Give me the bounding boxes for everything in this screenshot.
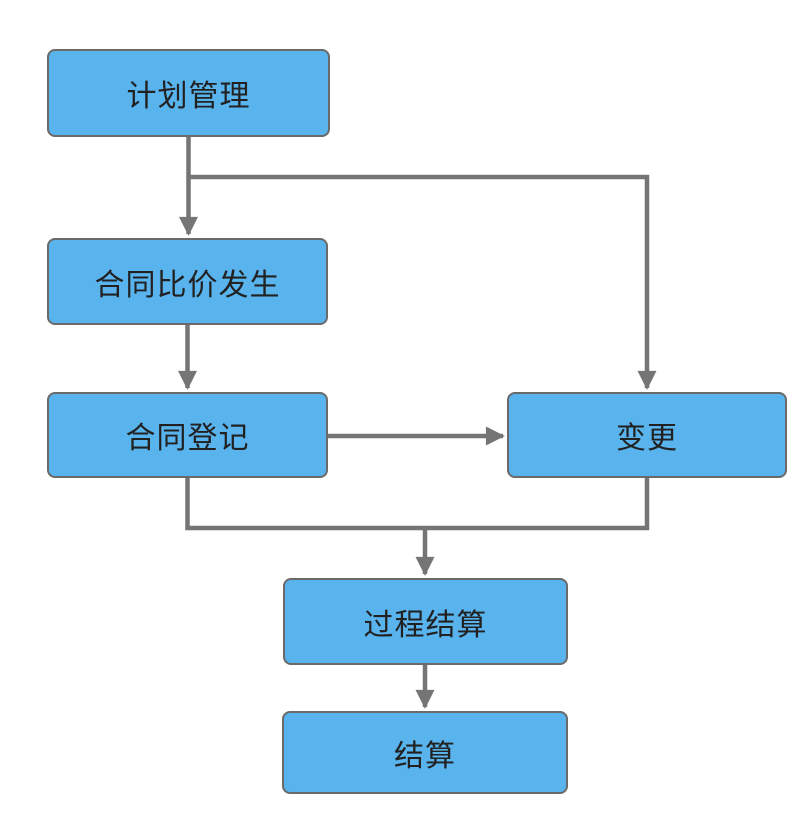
edge-registration-and-change-merge (185, 478, 650, 531)
node-label: 合同登记 (125, 422, 250, 455)
node-contract-price-comparison: 合同比价发生 (47, 238, 328, 325)
node-label: 结算 (394, 739, 456, 773)
node-label: 合同比价发生 (94, 268, 281, 302)
node-label: 过程结算 (363, 608, 488, 642)
node-contract-registration: 合同登记 (47, 392, 328, 478)
node-process-settlement: 过程结算 (283, 578, 568, 665)
edge-plan-to-change (188, 174, 657, 390)
node-label: 计划管理 (126, 80, 251, 113)
node-label: 变更 (616, 422, 678, 455)
node-settlement: 结算 (282, 711, 568, 794)
node-change: 变更 (507, 392, 787, 478)
node-plan-management: 计划管理 (47, 49, 330, 137)
